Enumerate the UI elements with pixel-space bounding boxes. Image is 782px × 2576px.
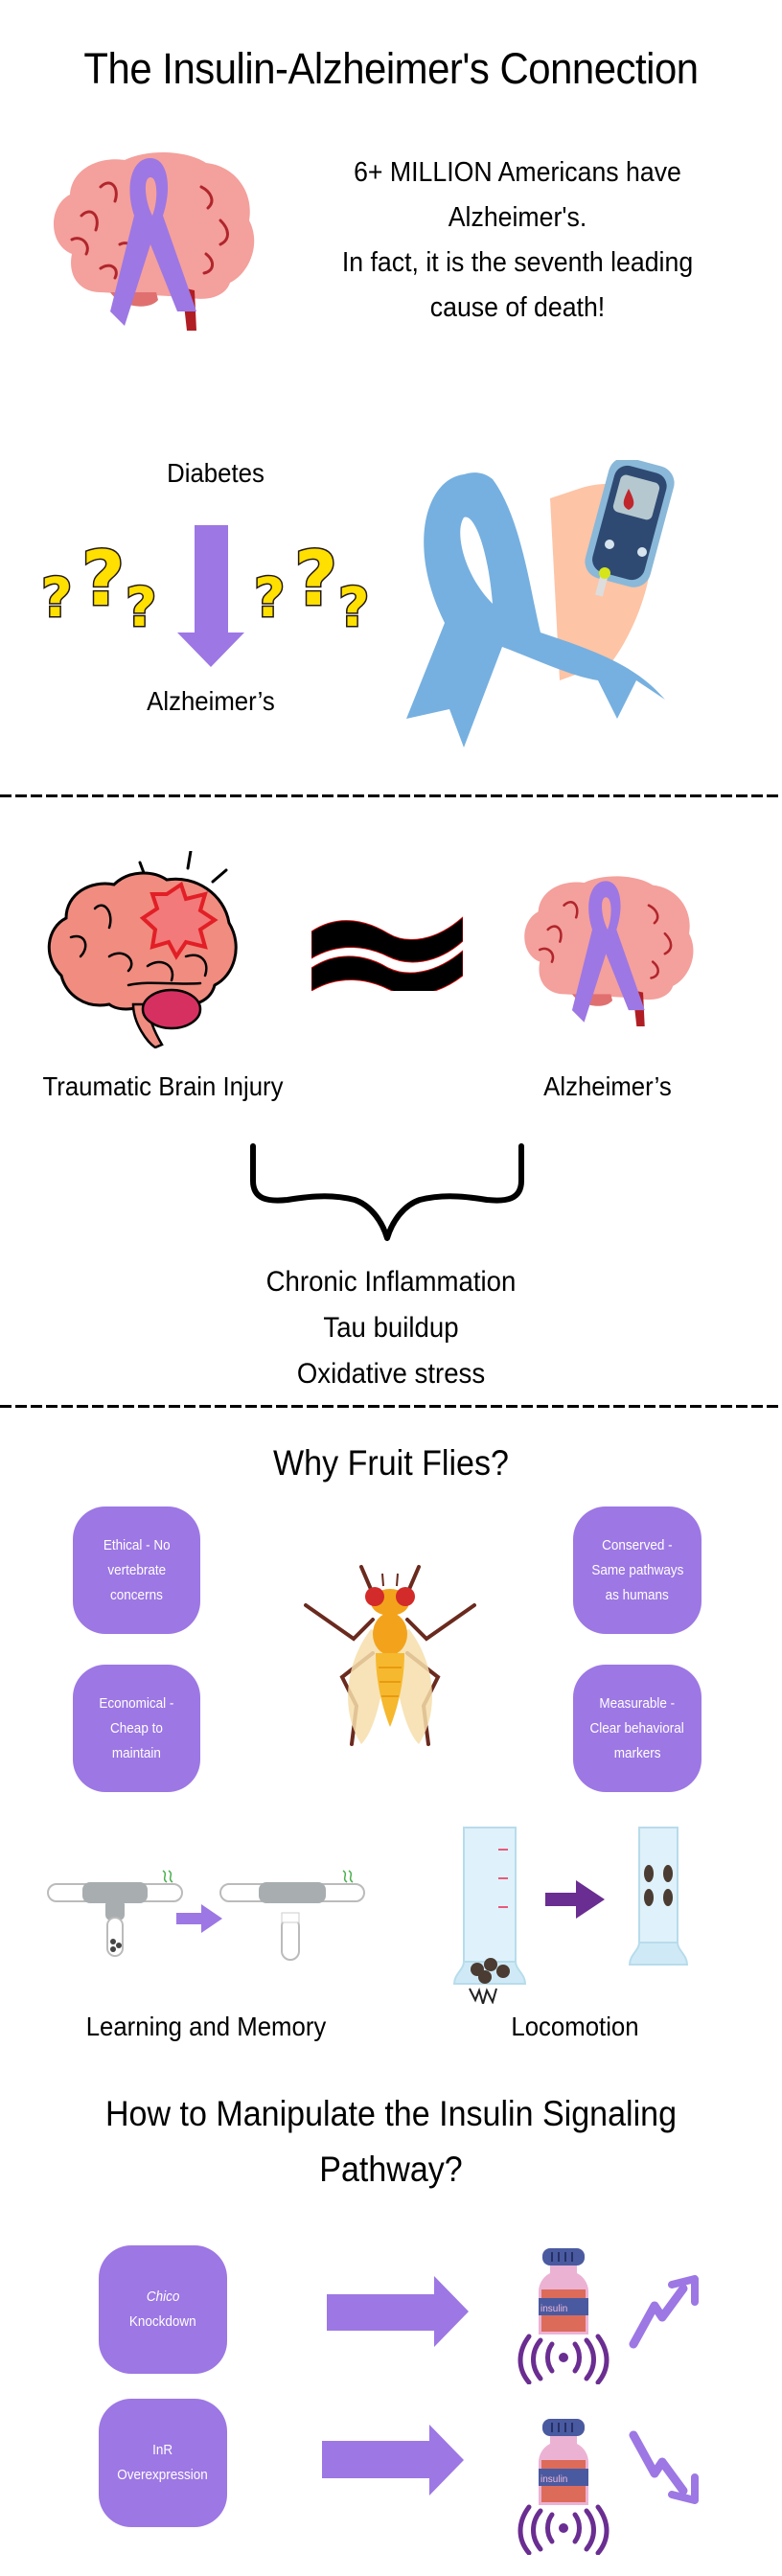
trend-up-arrow-icon	[629, 2275, 699, 2349]
right-arrow-icon	[176, 1904, 222, 1933]
insulin-vial-signal-icon: insulin	[516, 2248, 611, 2385]
curly-brace-icon	[250, 1143, 524, 1241]
stat-line: cause of death!	[429, 292, 606, 323]
reason-text: Measurable -	[599, 1694, 676, 1712]
reason-ethical: Ethical - No vertebrate concerns	[73, 1506, 200, 1634]
feature-item: Tau buildup	[323, 1312, 459, 1344]
alzheimers-label: Alzheimer’s	[147, 686, 275, 716]
cylinder-flies-top-icon	[628, 1827, 689, 1966]
section-divider	[0, 1405, 782, 1408]
method-action: Overexpression	[117, 2467, 209, 2483]
right-arrow-icon	[545, 1880, 605, 1919]
stat-line: 6+ MILLION Americans have	[354, 157, 681, 188]
gene-name: InR	[152, 2442, 173, 2458]
t-maze-with-flies-icon	[47, 1870, 183, 1957]
reason-text: maintain	[111, 1744, 162, 1761]
assay-label-locomotion: Locomotion	[511, 2012, 639, 2041]
right-arrow-icon	[327, 2276, 469, 2347]
svg-text:?: ?	[294, 541, 337, 623]
brain-purple-ribbon-icon	[53, 152, 255, 331]
brain-purple-ribbon-icon	[524, 876, 694, 1026]
svg-text:?: ?	[338, 577, 369, 637]
reason-text: as humans	[605, 1586, 670, 1603]
feature-item: Oxidative stress	[296, 1358, 486, 1390]
stat-line: Alzheimer's.	[448, 202, 587, 233]
tbi-label: Traumatic Brain Injury	[42, 1071, 284, 1101]
section-divider	[0, 794, 782, 797]
method-chico-knockdown: Chico Knockdown	[99, 2245, 227, 2374]
t-maze-empty-icon	[219, 1870, 365, 1961]
brain-injury-icon	[47, 851, 238, 1048]
svg-text:?: ?	[41, 567, 72, 630]
fruit-fly-icon	[304, 1565, 476, 1746]
down-arrow-icon	[177, 525, 244, 667]
reason-text: concerns	[110, 1586, 163, 1603]
stat-line: In fact, it is the seventh leading	[341, 247, 694, 278]
vial-label: insulin	[540, 2304, 567, 2314]
vial-label: insulin	[540, 2474, 567, 2485]
blue-ribbon-glucose-meter-icon	[406, 460, 675, 748]
reason-text: Conserved -	[602, 1536, 673, 1553]
right-arrow-icon	[322, 2425, 464, 2496]
assay-label-learning-memory: Learning and Memory	[85, 2012, 327, 2041]
reason-text: Economical -	[99, 1694, 174, 1712]
method-action: Knockdown	[129, 2313, 196, 2330]
reason-text: markers	[613, 1744, 661, 1761]
question-marks-left-icon: ? ? ?	[41, 541, 158, 637]
reason-conserved: Conserved - Same pathways as humans	[573, 1506, 702, 1634]
diabetes-label: Diabetes	[167, 458, 264, 488]
svg-text:?: ?	[254, 567, 285, 630]
manipulation-heading-line1: How to Manipulate the Insulin Signaling	[104, 2094, 678, 2133]
reason-economical: Economical - Cheap to maintain	[73, 1665, 200, 1792]
shared-features-list: Chronic Inflammation Tau buildup Oxidati…	[32, 1259, 751, 1397]
alzheimers-label: Alzheimer’s	[543, 1071, 672, 1101]
reason-text: vertebrate	[107, 1561, 166, 1578]
page-title: The Insulin-Alzheimer's Connection	[83, 44, 699, 93]
trend-down-arrow-icon	[629, 2430, 699, 2504]
svg-text:?: ?	[81, 541, 125, 623]
cylinder-flies-bottom-icon	[452, 1827, 527, 2004]
gene-name: Chico	[146, 2288, 180, 2305]
fruit-flies-heading: Why Fruit Flies?	[273, 1443, 509, 1483]
svg-text:?: ?	[126, 577, 156, 637]
reason-text: Clear behavioral	[589, 1719, 685, 1736]
question-marks-right-icon: ? ? ?	[254, 541, 371, 637]
reason-measurable: Measurable - Clear behavioral markers	[573, 1665, 702, 1792]
feature-item: Chronic Inflammation	[265, 1266, 517, 1298]
reason-text: Cheap to	[110, 1719, 163, 1736]
manipulation-heading-line2: Pathway?	[319, 2150, 463, 2189]
reason-text: Same pathways	[590, 1561, 684, 1578]
insulin-vial-signal-icon: insulin	[516, 2419, 611, 2556]
approximately-equal-icon	[311, 916, 463, 991]
reason-text: Ethical - No	[103, 1536, 171, 1553]
method-inr-overexpression: InR Overexpression	[99, 2399, 227, 2527]
alzheimers-stat-text: 6+ MILLION Americans have Alzheimer's. I…	[325, 150, 709, 331]
